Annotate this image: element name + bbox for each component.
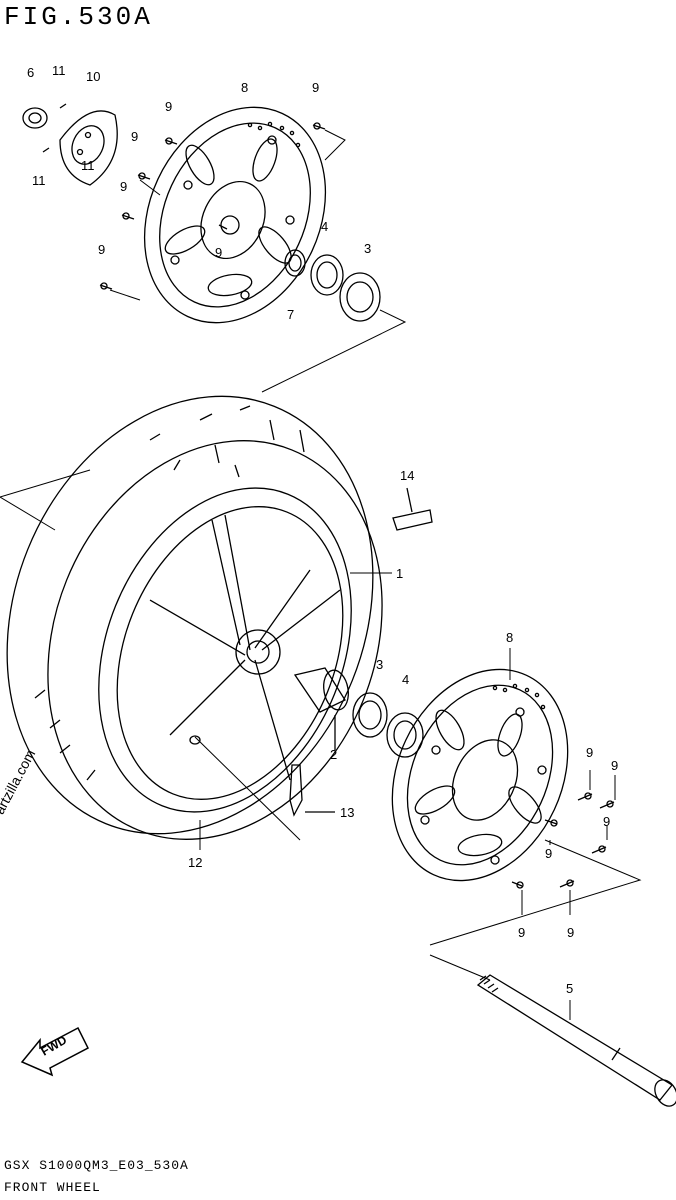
upper-bearing-set bbox=[284, 249, 381, 322]
wheel-guide-lines bbox=[0, 469, 392, 850]
upper-brake-disc bbox=[143, 106, 327, 324]
lower-spacer-and-bearings bbox=[293, 667, 424, 758]
upper-guide-lines bbox=[109, 129, 407, 393]
callout-numbers: 6 11 10 11 11 8 9 9 9 9 9 9 4 3 7 14 1 8… bbox=[27, 63, 618, 1059]
fwd-arrow bbox=[20, 1026, 89, 1077]
callout-8: 8 bbox=[241, 80, 248, 95]
callout-8: 8 bbox=[506, 630, 513, 645]
callout-10: 10 bbox=[86, 69, 100, 84]
callout-9: 9 bbox=[165, 99, 172, 114]
sensor-ring-and-collar bbox=[22, 103, 118, 186]
callout-9: 9 bbox=[98, 242, 105, 257]
callout-9: 9 bbox=[567, 925, 574, 940]
callout-11: 11 bbox=[52, 63, 66, 78]
callout-11: 11 bbox=[32, 173, 46, 188]
callout-4: 4 bbox=[321, 219, 328, 234]
front-axle bbox=[476, 974, 676, 1107]
callout-9: 9 bbox=[215, 245, 222, 260]
callout-7: 7 bbox=[287, 307, 294, 322]
callout-1: 1 bbox=[396, 566, 403, 581]
callout-9: 9 bbox=[131, 129, 138, 144]
callout-12: 12 bbox=[188, 855, 202, 870]
callout-13: 13 bbox=[340, 805, 354, 820]
callout-3: 3 bbox=[364, 241, 371, 256]
callout-2: 2 bbox=[330, 747, 337, 762]
callout-9: 9 bbox=[545, 846, 552, 861]
fwd-label: FWD bbox=[39, 1033, 70, 1059]
balance-weight bbox=[392, 487, 433, 531]
callout-9: 9 bbox=[120, 179, 127, 194]
figure-code: GSX S1000QM3_E03_530A bbox=[4, 1158, 189, 1173]
callout-9: 9 bbox=[518, 925, 525, 940]
upper-disc-bolts bbox=[99, 122, 326, 290]
figure-caption: FRONT WHEEL bbox=[4, 1180, 101, 1195]
callout-5: 5 bbox=[566, 981, 573, 996]
callout-6: 6 bbox=[27, 65, 34, 80]
callout-4: 4 bbox=[402, 672, 409, 687]
callout-9: 9 bbox=[611, 758, 618, 773]
lower-disc-bolts bbox=[511, 792, 615, 889]
callout-14: 14 bbox=[400, 468, 414, 483]
tire-valve bbox=[289, 764, 335, 817]
front-wheel bbox=[6, 395, 383, 840]
figure-title: FIG.530A bbox=[4, 2, 153, 32]
callout-9: 9 bbox=[586, 745, 593, 760]
callout-9: 9 bbox=[312, 80, 319, 95]
callout-3: 3 bbox=[376, 657, 383, 672]
lower-guide-lines bbox=[429, 648, 642, 1020]
callout-9: 9 bbox=[603, 814, 610, 829]
lower-brake-disc bbox=[391, 668, 569, 882]
callout-11: 11 bbox=[81, 158, 95, 173]
